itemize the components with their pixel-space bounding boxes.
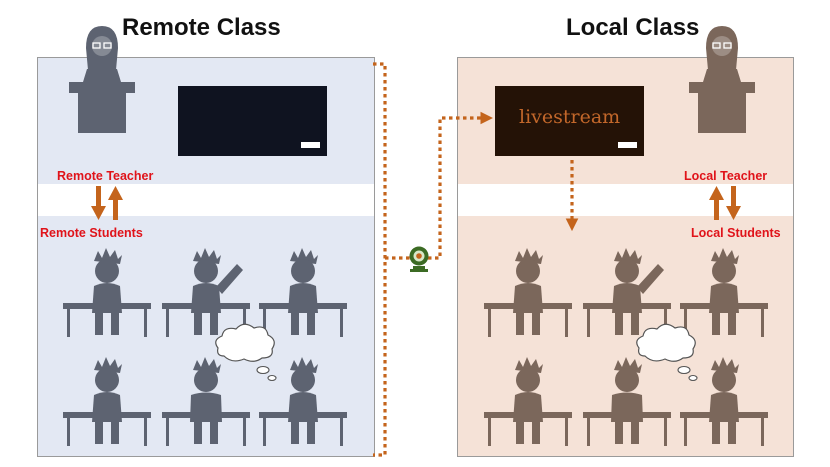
livestream-board-text: livestream — [519, 106, 621, 128]
remote-thought-bubble-icon — [215, 323, 277, 382]
webcam-icon — [409, 246, 429, 272]
local-student-icon — [680, 248, 768, 337]
local-student-back-icon — [583, 357, 671, 446]
local-raised-hand-student-icon — [583, 248, 671, 337]
local-teacher-icon — [688, 25, 756, 134]
remote-student-icon — [259, 357, 347, 446]
local-interaction-arrows — [709, 186, 741, 220]
remote-teacher-icon — [68, 25, 136, 134]
remote-student-back-icon — [162, 357, 250, 446]
remote-students-label: Remote Students — [40, 226, 143, 240]
remote-interaction-arrows — [91, 186, 123, 220]
livestream-dotted-path — [373, 62, 579, 457]
local-student-icon — [680, 357, 768, 446]
local-class-title: Local Class — [566, 14, 700, 41]
remote-student-icon — [63, 248, 151, 337]
remote-student-icon — [259, 248, 347, 337]
local-thought-bubble-icon — [636, 323, 698, 382]
remote-student-icon — [63, 357, 151, 446]
local-teacher-label: Local Teacher — [684, 169, 768, 183]
local-student-icon — [484, 248, 572, 337]
remote-class-title: Remote Class — [122, 14, 281, 41]
local-student-icon — [484, 357, 572, 446]
remote-teacher-label: Remote Teacher — [57, 169, 154, 183]
remote-raised-hand-student-icon — [162, 248, 250, 337]
local-students-label: Local Students — [691, 226, 781, 240]
